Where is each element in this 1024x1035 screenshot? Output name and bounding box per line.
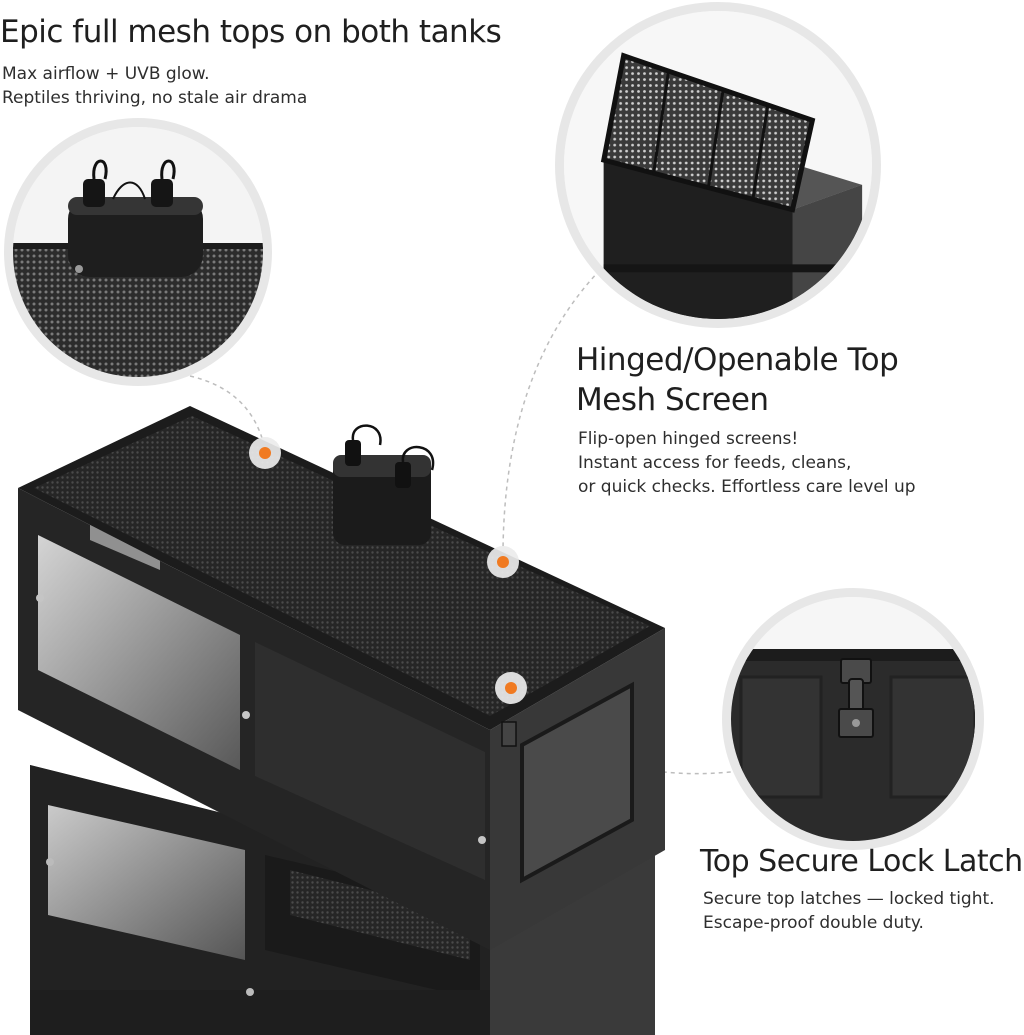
- latch-feature-line: Secure top latches — locked tight.: [703, 889, 995, 909]
- hinged-feature-copy: Flip-open hinged screens! Instant access…: [578, 427, 916, 499]
- mesh-top-closeup-image: [4, 118, 272, 386]
- hinged-title-line: Hinged/Openable Top: [576, 342, 899, 378]
- hinged-feature-line: Instant access for feeds, cleans,: [578, 453, 852, 473]
- hinged-feature-line: or quick checks. Effortless care level u…: [578, 477, 916, 497]
- latch-feature-copy: Secure top latches — locked tight. Escap…: [703, 887, 995, 935]
- hinged-lid-closeup-image: [555, 2, 881, 328]
- mesh-feature-title: Epic full mesh tops on both tanks: [0, 14, 502, 50]
- mesh-feature-line: Reptiles thriving, no stale air drama: [2, 88, 308, 108]
- mesh-feature-line: Max airflow + UVB glow.: [2, 64, 210, 84]
- latch-feature-title: Top Secure Lock Latch: [700, 844, 1023, 879]
- mesh-hotspot-marker: [249, 437, 281, 469]
- hinged-title-line: Mesh Screen: [576, 382, 769, 418]
- latch-hotspot-marker: [495, 672, 527, 704]
- mesh-feature-copy: Max airflow + UVB glow. Reptiles thrivin…: [2, 62, 307, 110]
- hinge-hotspot-marker: [487, 546, 519, 578]
- lock-latch-closeup-image: [722, 588, 984, 850]
- hinged-feature-title: Hinged/Openable Top Mesh Screen: [576, 340, 899, 420]
- stacked-tank-product-image: [18, 406, 665, 1035]
- hinged-feature-line: Flip-open hinged screens!: [578, 429, 799, 449]
- latch-feature-line: Escape-proof double duty.: [703, 913, 924, 933]
